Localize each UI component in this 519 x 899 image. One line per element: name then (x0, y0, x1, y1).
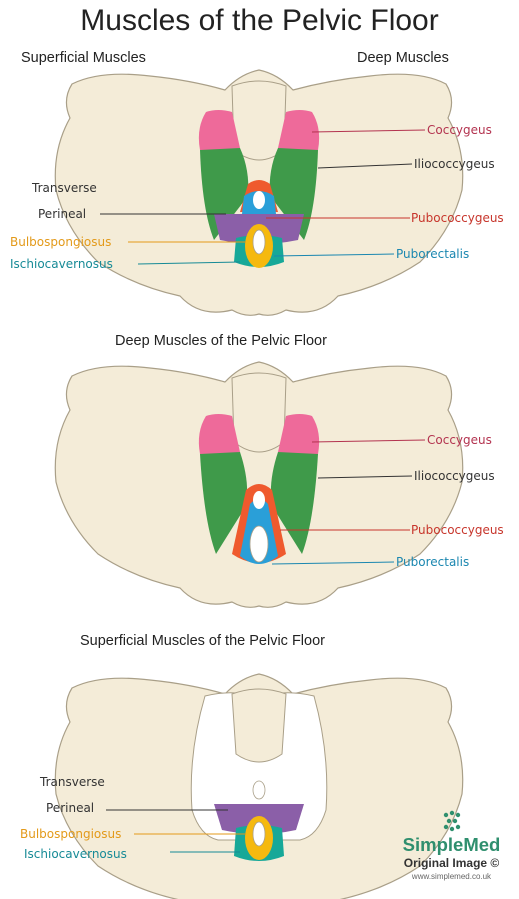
label-pubococcygeus-2: Pubococcygeus (411, 523, 504, 537)
label-ischiocavernosus-1: Ischiocavernosus (10, 257, 113, 271)
label-transverse-1: Transverse (31, 181, 97, 195)
label-ischiocavernosus-3: Ischiocavernosus (24, 847, 127, 861)
label-perineal-1: Perineal (38, 207, 86, 221)
label-puborectalis-1: Puborectalis (396, 247, 469, 261)
label-iliococcygeus-1: Iliococcygeus (414, 157, 495, 171)
label-perineal-3: Perineal (46, 801, 94, 815)
label-puborectalis-2: Puborectalis (396, 555, 469, 569)
logo-brand: SimpleMed (384, 834, 519, 856)
label-coccygeus-1: Coccygeus (427, 123, 492, 137)
label-pubococcygeus-1: Pubococcygeus (411, 211, 504, 225)
label-bulbospongiosus-3: Bulbospongiosus (20, 827, 121, 841)
logo-url: www.simplemed.co.uk (384, 872, 519, 881)
label-iliococcygeus-2: Iliococcygeus (414, 469, 495, 483)
simplemed-logo: SimpleMed Original Image © www.simplemed… (384, 810, 519, 881)
pelvis-combined (55, 70, 462, 315)
pelvis-deep (55, 362, 462, 607)
label-transverse-3: Transverse (39, 775, 105, 789)
logo-subtitle: Original Image © (384, 856, 519, 870)
label-coccygeus-2: Coccygeus (427, 433, 492, 447)
label-bulbospongiosus-1: Bulbospongiosus (10, 235, 111, 249)
